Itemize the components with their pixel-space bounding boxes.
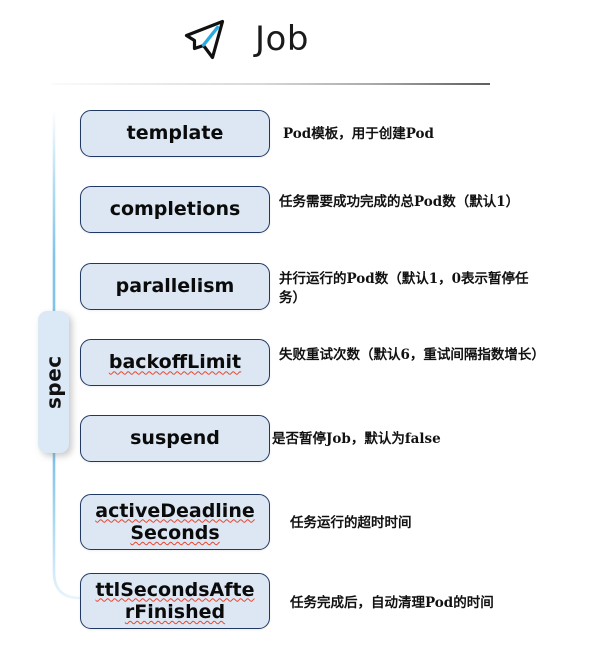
field-description: 是否暂停Job，默认为false	[272, 431, 441, 447]
field-box-suspend[interactable]: suspend	[80, 415, 270, 462]
field-description: 并行运行的Pod数（默认1，0表示暂停任务）	[279, 271, 529, 306]
field-box-ttlsecondsafterfinished[interactable]: ttlSecondsAfte rFinished	[80, 573, 270, 629]
field-label: ttlSecondsAfte rFinished	[95, 578, 255, 623]
spec-spine-line	[51, 108, 109, 610]
field-label: activeDeadline Seconds	[95, 499, 255, 544]
field-label: suspend	[130, 427, 220, 450]
header-content: Job	[0, 8, 490, 70]
page-title: Job	[255, 19, 309, 59]
header-divider	[52, 83, 490, 85]
field-box-template[interactable]: template	[80, 110, 270, 157]
field-label: template	[126, 122, 224, 145]
field-label: completions	[109, 198, 241, 221]
spec-group-tab[interactable]: spec	[38, 311, 69, 453]
field-box-parallelism[interactable]: parallelism	[80, 263, 270, 310]
field-label: parallelism	[115, 275, 235, 298]
field-description: Pod模板，用于创建Pod	[283, 126, 434, 142]
field-description: 失败重试次数（默认6，重试间隔指数增长）	[279, 347, 545, 363]
page-header: Job	[0, 0, 604, 85]
field-label: backoffLimit	[108, 351, 242, 374]
field-box-activedeadlineseconds[interactable]: activeDeadline Seconds	[80, 494, 270, 550]
paper-plane-icon	[181, 17, 229, 61]
field-description: 任务需要成功完成的总Pod数（默认1）	[279, 194, 520, 210]
field-description: 任务运行的超时时间	[290, 515, 412, 531]
field-box-completions[interactable]: completions	[80, 186, 270, 233]
field-box-backofflimit[interactable]: backoffLimit	[80, 339, 270, 386]
field-description: 任务完成后，自动清理Pod的时间	[290, 595, 494, 611]
